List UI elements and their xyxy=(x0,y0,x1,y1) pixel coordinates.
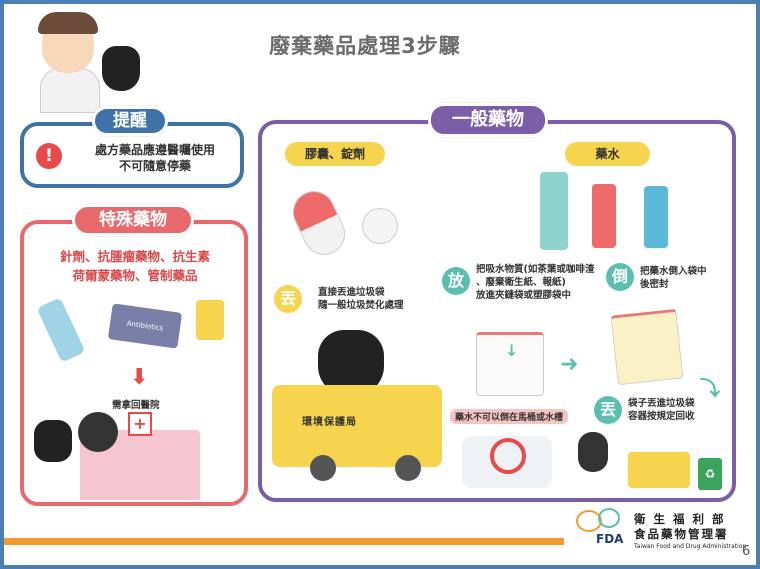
pills-step-line1: 直接丟進垃圾袋 xyxy=(318,287,385,298)
liquid-step1-line1: 把吸水物質(如茶葉或咖啡渣 xyxy=(476,264,595,275)
zip-bag-empty: ↓ xyxy=(476,332,544,396)
small-truck-illustration xyxy=(628,452,690,488)
toilet-sink-illustration xyxy=(462,436,552,488)
liquid-step3-line2: 容器按規定回收 xyxy=(628,411,695,422)
liquid-step2-line2: 後密封 xyxy=(640,279,669,290)
bear-illustration xyxy=(78,412,118,452)
medicine-bottle-red xyxy=(592,184,616,248)
org-en: Taiwan Food and Drug Administration xyxy=(634,543,747,550)
liquid-step1-line2: 、廢棄衛生紙、報紙) xyxy=(476,277,566,288)
special-label: 特殊藥物 xyxy=(72,204,194,236)
dropper-bottle xyxy=(644,186,668,248)
warning-icon: ! xyxy=(36,143,62,169)
fda-logo: FDA xyxy=(574,508,632,548)
page-number: 6 xyxy=(742,544,751,559)
trash-bag-illustration xyxy=(34,420,72,462)
step-put-icon: 放 xyxy=(442,267,470,295)
tablet-illustration xyxy=(362,208,398,244)
reminder-line2: 不可隨意停藥 xyxy=(118,159,191,173)
org-line1: 衛 生 福 利 部 xyxy=(634,512,726,526)
org-line2: 食品藥物管理署 xyxy=(634,527,729,541)
reminder-line1: 處方藥品應遵醫囑使用 xyxy=(94,143,215,157)
pills-label: 膠囊、錠劑 xyxy=(285,142,385,166)
footer-bar xyxy=(4,538,564,545)
down-arrow-icon: ⬇ xyxy=(130,365,149,390)
arrow-right-icon: ➜ xyxy=(560,352,579,377)
recycle-bin-icon: ♻ xyxy=(698,458,722,490)
truck-wheel xyxy=(395,455,421,481)
truck-wheel xyxy=(310,455,336,481)
step-pour-icon: 倒 xyxy=(606,263,634,291)
arrow-down-icon: ⤵ xyxy=(700,376,720,400)
special-action: 需拿回醫院 xyxy=(112,400,160,411)
medicine-bottle-blue xyxy=(540,172,568,250)
pills-step-text: 直接丟進垃圾袋 隨一般垃圾焚化處理 xyxy=(318,286,404,312)
truck-label: 環境保護局 xyxy=(302,417,357,428)
bear-illustration xyxy=(578,432,608,472)
liquid-step1-line3: 放進夾鏈袋或塑膠袋中 xyxy=(476,290,572,301)
step-discard-icon: 丟 xyxy=(274,285,302,313)
step-discard-bag-icon: 丟 xyxy=(594,396,622,424)
general-label: 一般藥物 xyxy=(428,103,548,137)
liquid-step2-line1: 把藥水倒入袋中 xyxy=(640,266,707,277)
pills-step-line2: 隨一般垃圾焚化處理 xyxy=(318,300,404,311)
antibiotics-label: Antibiotics xyxy=(126,319,164,333)
garbage-truck-illustration: 環境保護局 xyxy=(272,385,442,467)
special-line1: 針劑、抗腫瘤藥物、抗生素 xyxy=(59,249,210,264)
org-name: 衛 生 福 利 部 食品藥物管理署 Taiwan Food and Drug A… xyxy=(634,512,746,551)
liquid-warning: 藥水不可以倒在馬桶或水槽 xyxy=(450,409,569,424)
liquid-step3-line1: 袋子丟進垃圾袋 xyxy=(628,398,695,409)
special-line2: 荷爾蒙藥物、管制藥品 xyxy=(72,268,198,283)
pill-bottle xyxy=(196,300,224,340)
liquid-step1-text: 把吸水物質(如茶葉或咖啡渣 、廢棄衛生紙、報紙) 放進夾鏈袋或塑膠袋中 xyxy=(476,263,594,302)
page-title: 廢棄藥品處理3步驟 xyxy=(269,34,461,58)
liquid-label: 藥水 xyxy=(565,142,650,166)
reminder-label: 提醒 xyxy=(92,106,168,136)
fda-logo-text: FDA xyxy=(596,532,624,546)
liquid-step3-text: 袋子丟進垃圾袋 容器按規定回收 xyxy=(628,397,695,423)
special-text: 針劑、抗腫瘤藥物、抗生素 荷爾蒙藥物、管制藥品 xyxy=(30,247,240,285)
reminder-text: 處方藥品應遵醫囑使用 不可隨意停藥 xyxy=(70,142,240,174)
liquid-step2-text: 把藥水倒入袋中 後密封 xyxy=(640,265,707,291)
zip-bag-filled xyxy=(610,308,684,386)
doctor-illustration xyxy=(30,8,150,113)
